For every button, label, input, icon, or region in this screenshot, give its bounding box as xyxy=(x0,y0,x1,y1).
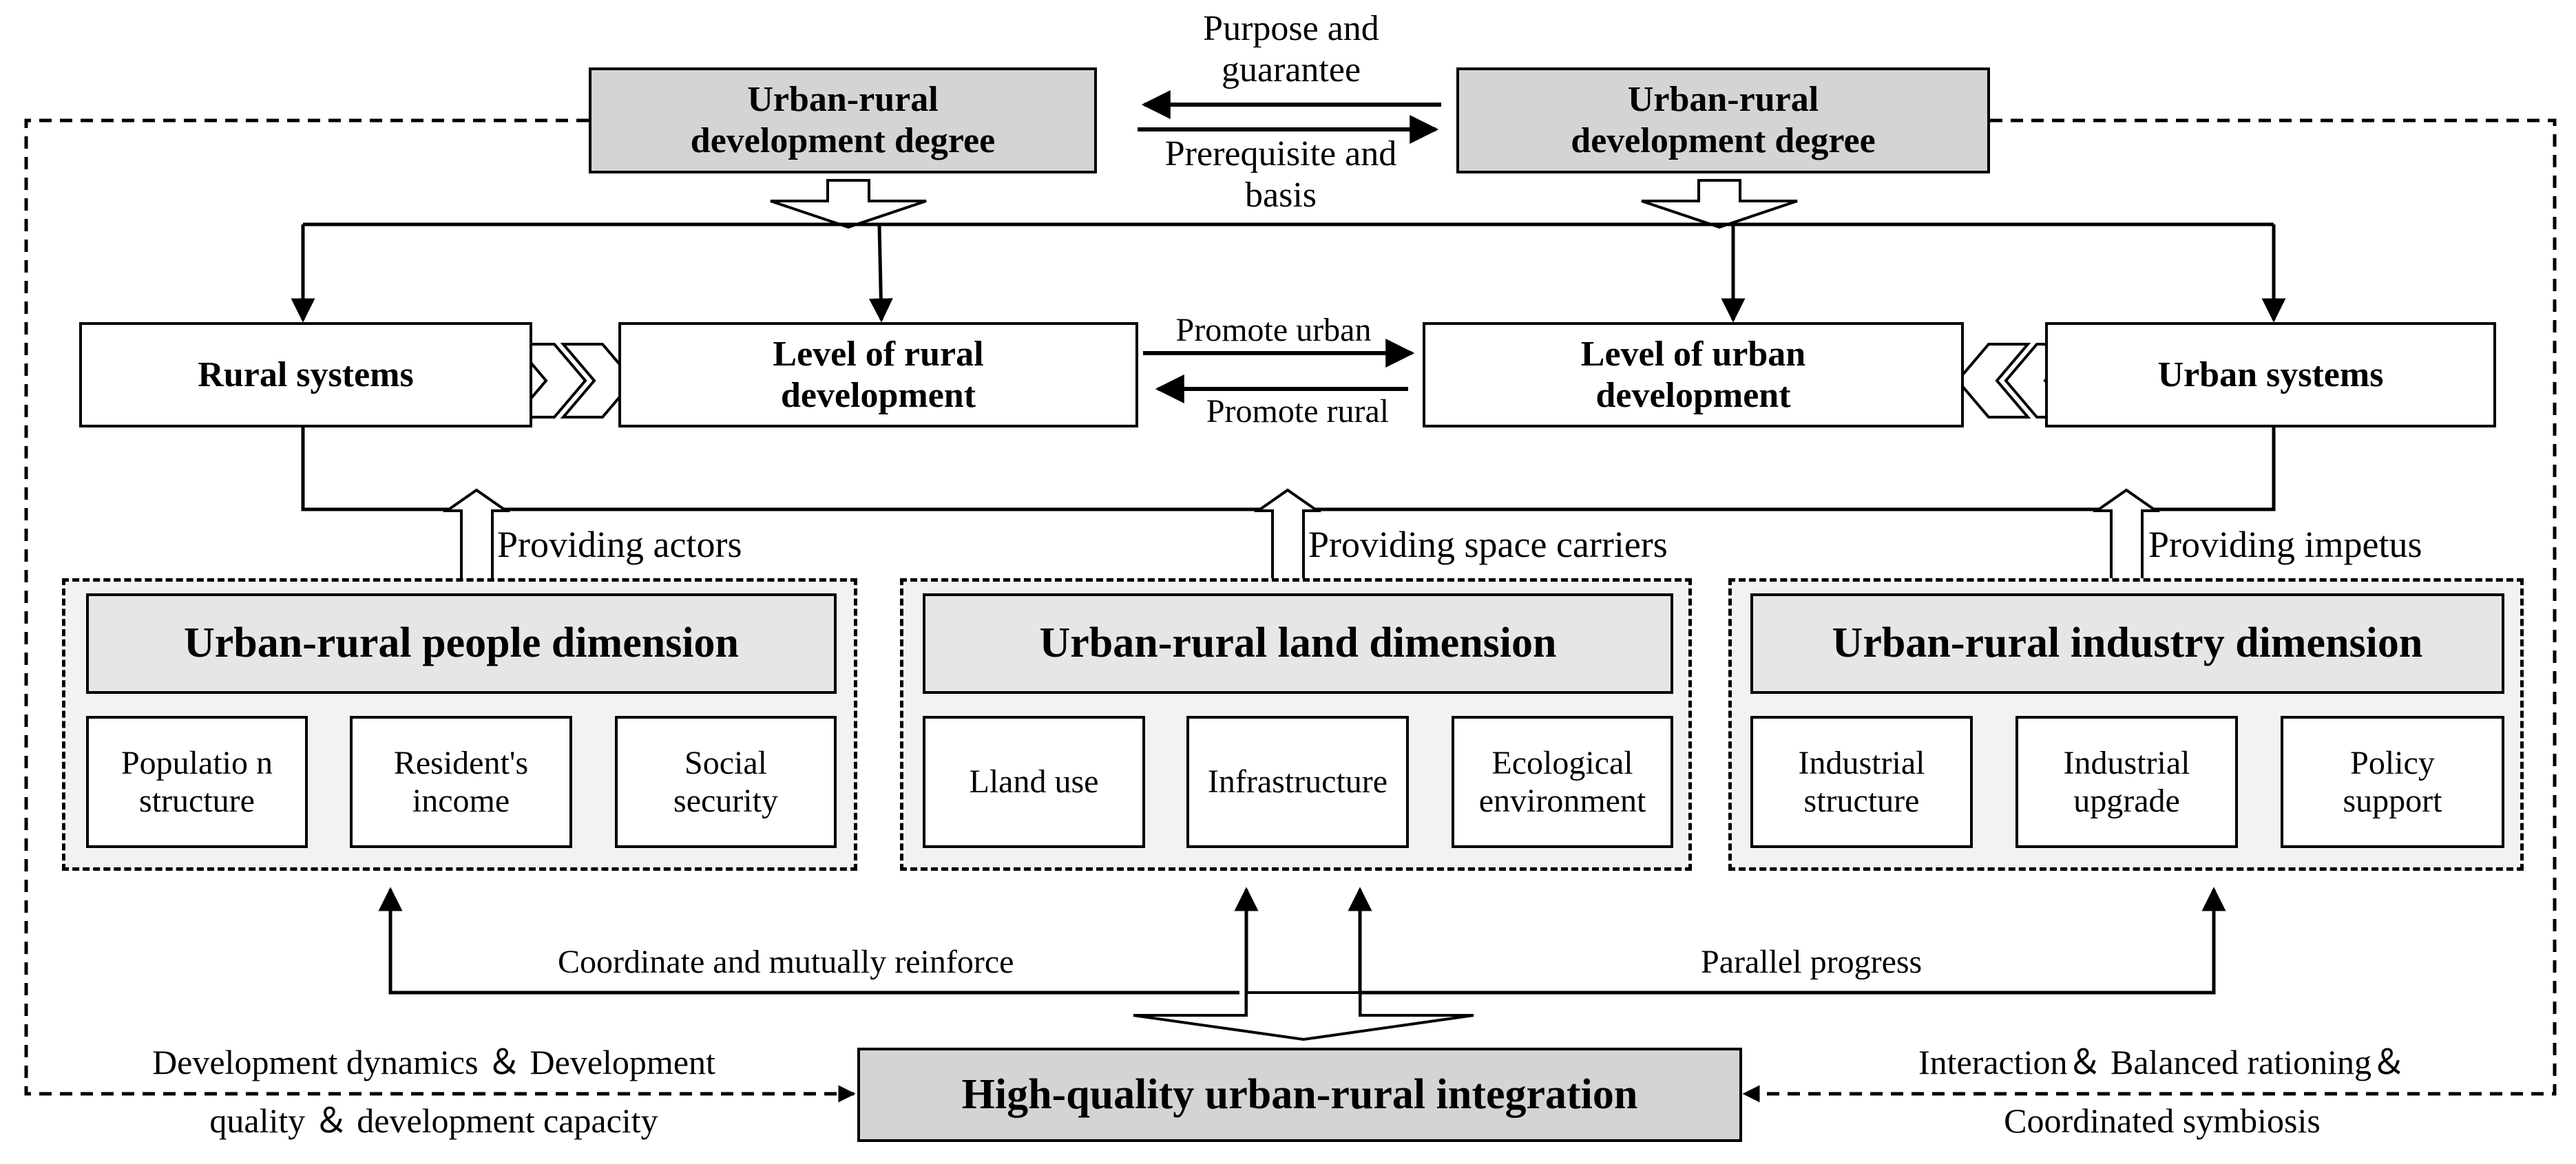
right-note-line-1: Interaction＆ Balanced rationing＆ xyxy=(1918,1043,2407,1081)
dashed-loop-right xyxy=(1742,118,2557,1103)
land-item-label: Ecological environment xyxy=(1478,744,1646,819)
land-dimension-title-box: Urban-rural land dimension xyxy=(923,593,1673,694)
rural-degree-label: Urban-rural development degree xyxy=(690,80,996,160)
rural-level-label: Level of rural development xyxy=(773,334,984,415)
providing-space-label: Providing space carriers xyxy=(1308,524,1668,565)
arrow-coordinate xyxy=(378,887,1239,995)
purpose-guarantee-label: Purpose and guarantee xyxy=(1203,9,1379,89)
arrow-parallel xyxy=(1360,887,2226,995)
providing-impetus-label: Providing impetus xyxy=(2148,524,2422,565)
left-note-line-1: Development dynamics ＆ Development xyxy=(152,1043,715,1081)
hollow-down-arrow-left xyxy=(770,179,927,229)
promote-urban-label: Promote urban xyxy=(1175,312,1372,348)
coordinate-label: Coordinate and mutually reinforce xyxy=(558,944,1014,980)
right-note-line-2: Coordinated symbiosis xyxy=(2004,1101,2321,1140)
people-item-label: Resident's income xyxy=(393,744,529,819)
industry-item-label: Policy support xyxy=(2343,744,2442,819)
land-item-infrastructure: Infrastructure xyxy=(1186,716,1409,848)
chevron-left-1 xyxy=(1956,343,2031,419)
rural-systems-box: Rural systems xyxy=(79,322,532,427)
industry-dimension-title: Urban-rural industry dimension xyxy=(1832,620,2423,667)
chevron-right-2 xyxy=(560,343,636,419)
people-dimension-title-box: Urban-rural people dimension xyxy=(86,593,837,694)
providing-actors-label: Providing actors xyxy=(497,524,742,565)
land-item-land-use: Lland use xyxy=(923,716,1145,848)
land-item-ecological: Ecological environment xyxy=(1452,716,1673,848)
land-item-label: Infrastructure xyxy=(1207,763,1388,801)
urban-degree-box: Urban-rural development degree xyxy=(1456,67,1990,173)
rural-systems-label: Rural systems xyxy=(198,355,414,394)
dashed-loop-left xyxy=(24,118,856,1103)
high-quality-integration-box: High-quality urban-rural integration xyxy=(857,1048,1742,1142)
hollow-down-arrow-right xyxy=(1641,179,1798,229)
people-item-label: Populatio n structure xyxy=(121,744,273,819)
chevron-right-1 xyxy=(512,343,587,419)
urban-degree-label: Urban-rural development degree xyxy=(1571,80,1876,160)
industry-dimension-title-box: Urban-rural industry dimension xyxy=(1750,593,2504,694)
land-item-label: Lland use xyxy=(969,763,1099,801)
high-quality-integration-label: High-quality urban-rural integration xyxy=(961,1070,1638,1118)
industry-item-label: Industrial structure xyxy=(1798,744,1925,819)
promote-rural-label: Promote rural xyxy=(1206,393,1390,430)
rural-degree-box: Urban-rural development degree xyxy=(589,67,1097,173)
prerequisite-basis-label: Prerequisite and basis xyxy=(1164,134,1397,215)
urban-systems-box: Urban systems xyxy=(2045,322,2496,427)
people-item-social-security: Social security xyxy=(615,716,837,848)
industry-item-upgrade: Industrial upgrade xyxy=(2015,716,2238,848)
urban-systems-label: Urban systems xyxy=(2157,355,2384,394)
left-note-line-2: quality ＆ development capacity xyxy=(209,1101,658,1140)
hollow-down-arrow-main xyxy=(1133,991,1474,1041)
urban-level-label: Level of urban development xyxy=(1580,334,1806,415)
land-dimension-title: Urban-rural land dimension xyxy=(1039,620,1557,667)
industry-item-structure: Industrial structure xyxy=(1750,716,1973,848)
urban-level-box: Level of urban development xyxy=(1423,322,1964,427)
parallel-label: Parallel progress xyxy=(1701,944,1923,980)
rural-level-box: Level of rural development xyxy=(618,322,1138,427)
people-item-population: Populatio n structure xyxy=(86,716,308,848)
people-item-label: Social security xyxy=(673,744,778,819)
people-item-income: Resident's income xyxy=(350,716,572,848)
drop-rural-level xyxy=(868,224,893,323)
people-dimension-title: Urban-rural people dimension xyxy=(183,620,740,667)
industry-item-label: Industrial upgrade xyxy=(2063,744,2190,819)
industry-item-policy: Policy support xyxy=(2281,716,2504,848)
